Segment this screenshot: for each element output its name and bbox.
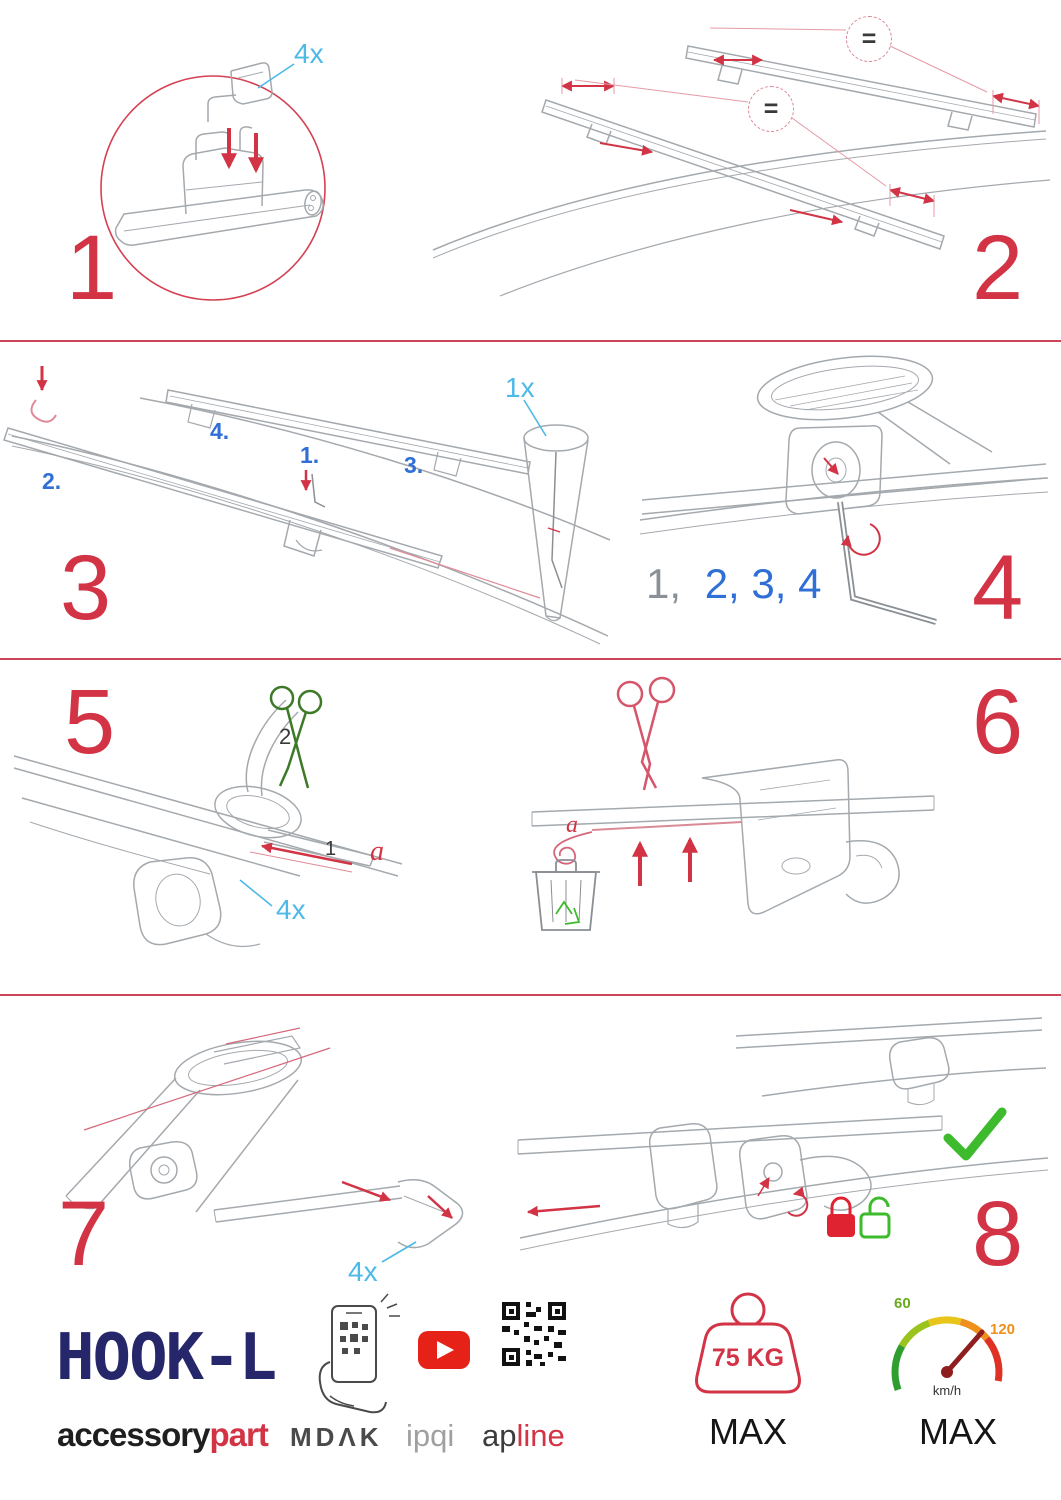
max-weight-label: MAX xyxy=(708,1411,787,1452)
step-1-quantity-label: 4x xyxy=(294,38,324,69)
qty-leader-line xyxy=(523,399,547,437)
equal-spacing-badge: = xyxy=(748,86,794,132)
qty-leader-line xyxy=(257,63,295,89)
logo-line-part: line xyxy=(516,1418,565,1453)
step2-overview-drawing xyxy=(432,27,1051,297)
step-3-quantity-label: 1x xyxy=(505,372,535,403)
step-3-sub-label-3: 3. xyxy=(404,452,424,478)
youtube-icon xyxy=(418,1331,470,1369)
brand-logo: accessorypart xyxy=(57,1416,269,1453)
logo-apline: apline xyxy=(482,1420,565,1451)
step7-endcap-drawing xyxy=(65,1027,464,1263)
step-8-number: 8 xyxy=(972,1183,1023,1285)
trash-bin-icon xyxy=(532,859,600,931)
logo-mdak: MDΛK xyxy=(290,1422,383,1452)
checkmark-icon xyxy=(943,1107,1007,1161)
step8-final-drawing xyxy=(517,1017,1049,1251)
section-divider xyxy=(0,340,1061,342)
step-3-sub-label-2: 2. xyxy=(42,468,62,494)
product-name: HOOK-L xyxy=(56,1321,277,1395)
brand-primary: accessory xyxy=(57,1416,210,1453)
step-4-number: 4 xyxy=(972,537,1023,639)
phone-qr-icon xyxy=(318,1293,400,1414)
step-5-number: 5 xyxy=(64,671,115,773)
recycle-icon xyxy=(555,900,581,925)
qty-leader-line xyxy=(381,1241,417,1263)
step-3-sub-label-1: 1. xyxy=(300,442,320,468)
measurement-arrows xyxy=(560,54,1041,226)
brand-accent: part xyxy=(209,1416,268,1453)
equal-spacing-badge: = xyxy=(846,16,892,62)
sequence-remaining: 2, 3, 4 xyxy=(704,560,822,607)
weight-icon xyxy=(695,1292,801,1394)
qr-code xyxy=(502,1302,566,1366)
logo-ap-part: ap xyxy=(482,1418,517,1453)
padlock-locked-icon xyxy=(827,1196,855,1237)
step-4-sequence: 1, 2, 3, 4 xyxy=(646,560,821,608)
step-2-number: 2 xyxy=(972,217,1023,319)
step-3-number: 3 xyxy=(60,537,111,639)
step4-clamp-drawing xyxy=(639,355,1049,625)
step-5-cut-label: 2 xyxy=(279,724,292,749)
max-speed-label: MAX xyxy=(918,1411,997,1452)
step-3-sub-label-4: 4. xyxy=(210,418,230,444)
scissors-icon-red xyxy=(616,676,676,791)
scissors-icon-green xyxy=(269,685,323,789)
gauge-needle xyxy=(944,1329,985,1375)
step1-detail-drawing xyxy=(100,62,326,301)
section-divider xyxy=(0,994,1061,996)
step3-assembly-drawing xyxy=(3,366,611,645)
step-7-number: 7 xyxy=(58,1183,109,1285)
equal-sign: = xyxy=(861,24,877,53)
step6-cut-discard-drawing xyxy=(531,676,935,931)
step-7-quantity-label: 4x xyxy=(348,1256,378,1287)
step-6-number: 6 xyxy=(972,671,1023,773)
logo-ipqi: ipqi xyxy=(406,1418,455,1453)
step-5-strap-label: 1 xyxy=(325,838,337,860)
max-weight-value: 75 KG xyxy=(711,1344,785,1372)
step-1-number: 1 xyxy=(66,217,117,319)
gauge-label-60: 60 xyxy=(894,1295,911,1312)
sequence-done: 1, xyxy=(646,560,682,607)
section-divider xyxy=(0,658,1061,660)
speedometer-icon xyxy=(891,1316,1003,1391)
guide-lines xyxy=(561,27,1040,217)
step-6-marker-a: a xyxy=(566,812,578,838)
step-5-marker-a: a xyxy=(370,836,384,867)
step-5-quantity-label: 4x xyxy=(276,894,306,925)
gauge-label-120: 120 xyxy=(990,1321,1016,1338)
gauge-unit-label: km/h xyxy=(932,1383,962,1398)
padlock-open-icon xyxy=(859,1196,891,1239)
equal-sign: = xyxy=(763,94,779,123)
qty-leader-line xyxy=(239,879,273,907)
step5-cut-strap-drawing xyxy=(13,685,403,947)
